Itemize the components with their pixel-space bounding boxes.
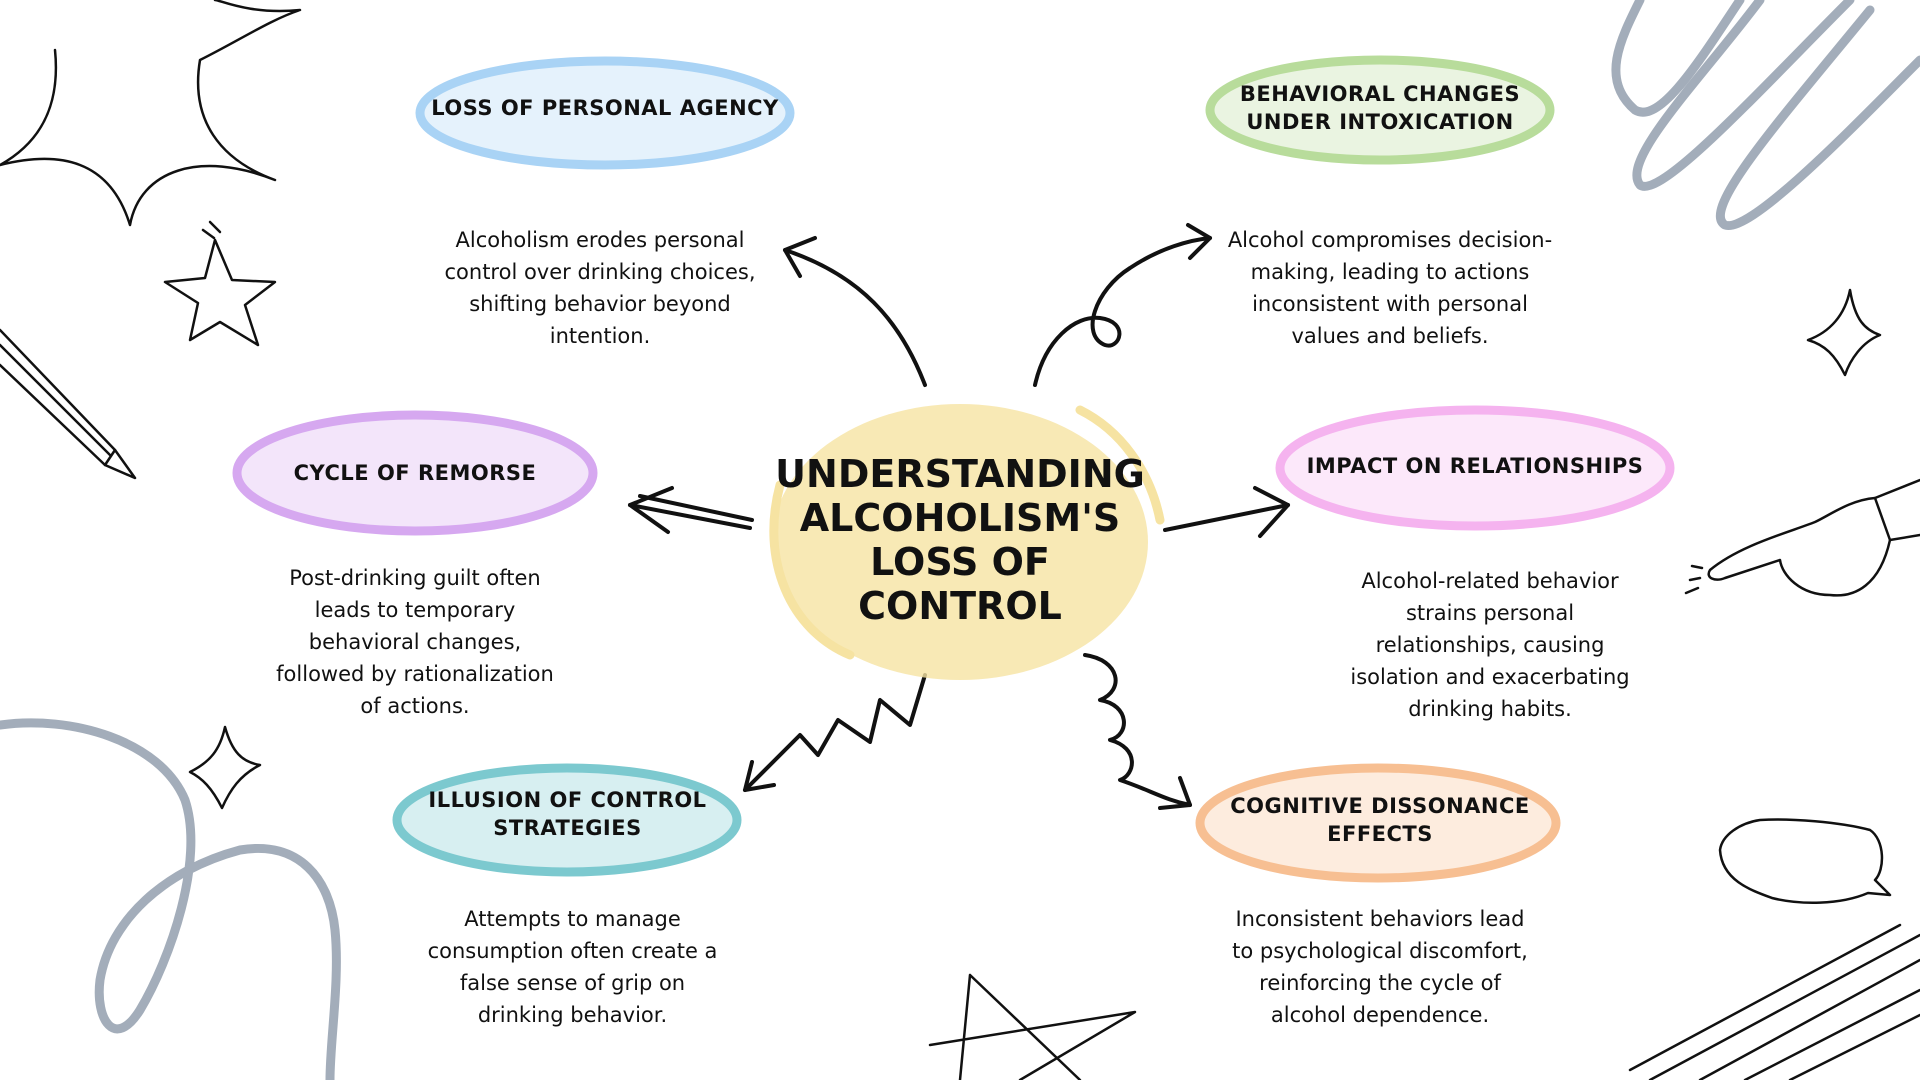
center-highlight	[772, 404, 1148, 680]
description-line: making, leading to actions	[1250, 260, 1530, 284]
center-title: UNDERSTANDING ALCOHOLISM'S LOSS OF CONTR…	[770, 452, 1150, 628]
center-highlight-stroke-top	[1075, 405, 1165, 525]
description-line: consumption often create a	[427, 939, 718, 963]
node-title-line: UNDER INTOXICATION	[1246, 110, 1514, 134]
hatch-lines-doodle	[1628, 923, 1920, 1080]
node-title-line: LOSS OF PERSONAL AGENCY	[431, 96, 779, 120]
arrow-to-personal-agency	[783, 236, 927, 387]
node-description-illusion-of-control: Attempts to manage consumption often cre…	[395, 903, 750, 1031]
node-description-impact-on-relationships: Alcohol-related behavior strains persona…	[1310, 565, 1670, 725]
star-accent-left	[201, 220, 222, 240]
arrow-to-impact-on-relationships	[1163, 486, 1290, 538]
description-line: Inconsistent behaviors lead	[1235, 907, 1525, 931]
ellipse-impact-on-relationships	[1275, 405, 1675, 531]
node-title-line: ILLUSION OF CONTROL	[428, 788, 707, 812]
center-title-line: ALCOHOLISM'S	[799, 496, 1121, 540]
center-node	[769, 404, 1165, 680]
node-title-line: BEHAVIORAL CHANGES	[1239, 82, 1521, 106]
description-line: shifting behavior beyond	[469, 292, 731, 316]
description-line: inconsistent with personal	[1252, 292, 1528, 316]
center-title-line: UNDERSTANDING	[775, 452, 1145, 496]
description-line: false sense of grip on	[459, 971, 686, 995]
center-title-line: LOSS OF	[870, 540, 1050, 584]
description-line: intention.	[549, 324, 651, 348]
arrow-to-cognitive-dissonance	[1083, 653, 1192, 810]
node-title-line: COGNITIVE DISSONANCE	[1230, 794, 1530, 818]
ellipse-personal-agency	[415, 56, 795, 170]
description-line: isolation and exacerbating	[1350, 665, 1630, 689]
description-line: drinking habits.	[1408, 697, 1572, 721]
description-line: reinforcing the cycle of	[1259, 971, 1501, 995]
diamond-star-right	[1806, 288, 1882, 377]
pointing-hand-doodle	[1684, 478, 1920, 597]
ellipse-illusion-of-control	[392, 763, 742, 877]
description-line: Post-drinking guilt often	[289, 566, 541, 590]
node-title-personal-agency: LOSS OF PERSONAL AGENCY	[420, 94, 790, 122]
triangle-star-doodle	[928, 973, 1137, 1080]
speech-bubble-doodle	[1718, 818, 1892, 904]
node-description-cognitive-dissonance: Inconsistent behaviors lead to psycholog…	[1190, 903, 1570, 1031]
description-line: Alcohol compromises decision-	[1227, 228, 1553, 252]
node-description-behavioral-changes: Alcohol compromises decision- making, le…	[1205, 224, 1575, 352]
description-line: drinking behavior.	[477, 1003, 668, 1027]
description-line: alcohol dependence.	[1270, 1003, 1490, 1027]
description-line: Attempts to manage	[464, 907, 681, 931]
grey-loop-bottom-left	[0, 718, 341, 1080]
center-title-line: CONTROL	[858, 584, 1062, 628]
node-title-behavioral-changes: BEHAVIORAL CHANGES UNDER INTOXICATION	[1215, 80, 1545, 136]
node-title-cognitive-dissonance: COGNITIVE DISSONANCE EFFECTS	[1215, 792, 1545, 848]
description-line: strains personal	[1405, 601, 1575, 625]
ellipse-behavioral-changes	[1205, 55, 1555, 165]
description-line: to psychological discomfort,	[1232, 939, 1528, 963]
description-line: of actions.	[360, 694, 470, 718]
description-line: values and beliefs.	[1291, 324, 1489, 348]
description-line: Alcoholism erodes personal	[455, 228, 745, 252]
description-line: behavioral changes,	[308, 630, 522, 654]
description-line: control over drinking choices,	[444, 260, 756, 284]
arrow-to-illusion-of-control	[743, 673, 927, 792]
description-line: relationships, causing	[1375, 633, 1605, 657]
node-title-impact-on-relationships: IMPACT ON RELATIONSHIPS	[1290, 452, 1660, 480]
description-line: Alcohol-related behavior	[1361, 569, 1619, 593]
node-title-line: CYCLE OF REMORSE	[293, 461, 537, 485]
node-title-line: EFFECTS	[1327, 822, 1433, 846]
description-line: leads to temporary	[314, 598, 516, 622]
diamond-star-bottom-left	[188, 725, 262, 810]
node-title-illusion-of-control: ILLUSION OF CONTROL STRATEGIES	[410, 786, 725, 842]
description-line: followed by rationalization	[276, 662, 554, 686]
node-description-personal-agency: Alcoholism erodes personal control over …	[420, 224, 780, 352]
node-title-line: STRATEGIES	[493, 816, 642, 840]
node-description-cycle-of-remorse: Post-drinking guilt often leads to tempo…	[240, 562, 590, 722]
sparkle-doodle-top-left	[0, 0, 302, 227]
center-highlight-stroke	[769, 480, 855, 660]
node-ellipses	[232, 55, 1675, 883]
node-title-line: IMPACT ON RELATIONSHIPS	[1306, 454, 1644, 478]
arrow-to-cycle-of-remorse	[628, 486, 754, 534]
pencil-doodle	[0, 328, 137, 480]
star-doodle-left	[163, 238, 277, 347]
node-title-cycle-of-remorse: CYCLE OF REMORSE	[240, 459, 590, 487]
arrow-to-behavioral-changes	[1033, 223, 1212, 387]
ellipse-cognitive-dissonance	[1195, 763, 1561, 883]
ellipse-cycle-of-remorse	[232, 410, 598, 536]
grey-scribble-top-right	[1611, 0, 1920, 230]
